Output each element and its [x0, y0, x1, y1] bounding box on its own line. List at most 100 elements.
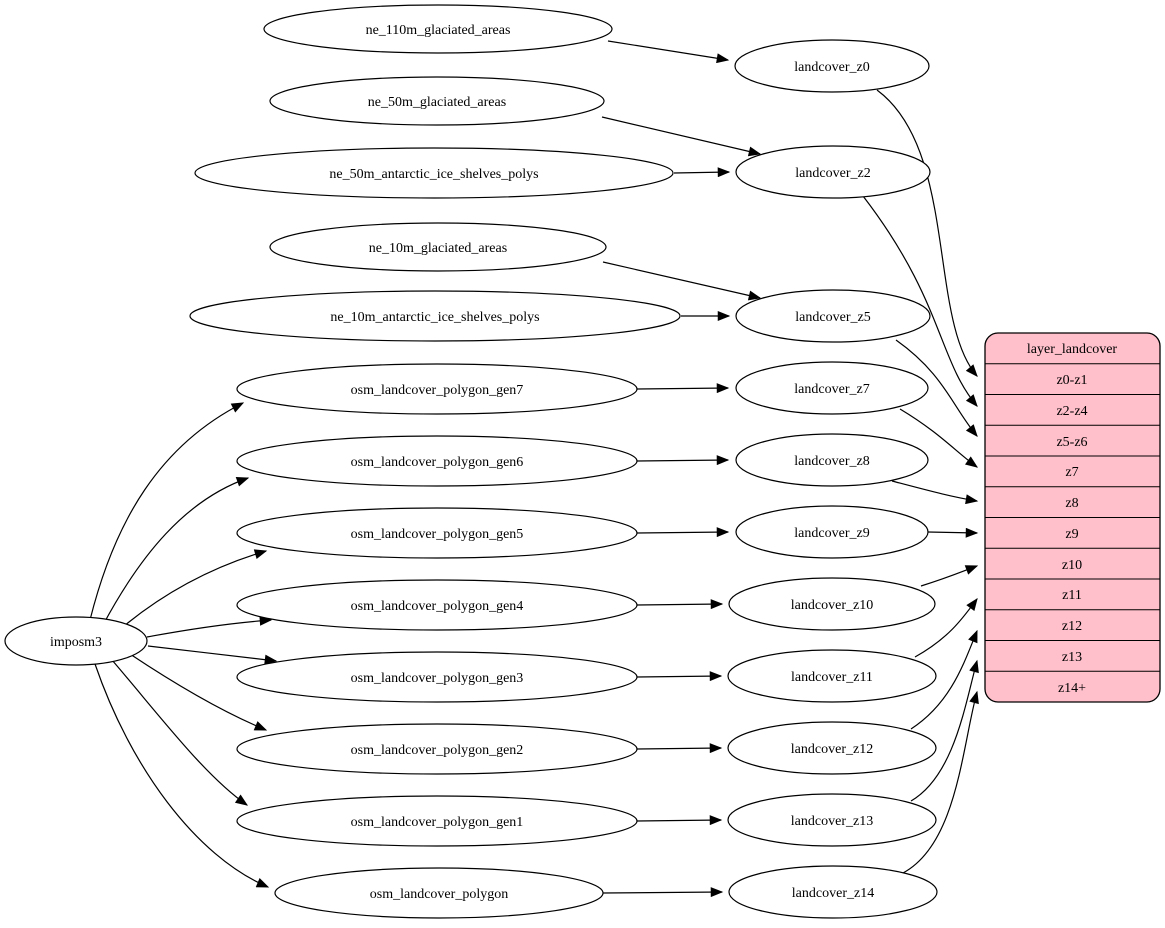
edge-ne50m-glaciated-to-z2	[601, 116, 762, 157]
landcover-z0-ellipse	[734, 39, 930, 93]
landcover-z12-label: landcover_z12	[791, 742, 873, 757]
imposm3-ellipse	[4, 616, 148, 666]
osm-landcover-polygon-gen6-ellipse	[236, 435, 638, 487]
landcover-z13-label: landcover_z13	[791, 814, 873, 829]
table-row-z10: z10	[1062, 558, 1082, 573]
edge-gen2-to-z12	[636, 743, 723, 754]
ne-10m-antarctic-ice-shelves-polys-label: ne_10m_antarctic_ice_shelves_polys	[330, 310, 539, 325]
ne-110m-glaciated-areas-ellipse	[263, 4, 613, 54]
node-landcover-z9: landcover_z9	[735, 505, 929, 559]
node-landcover-z8: landcover_z8	[735, 433, 929, 487]
edge-imposm3-to-gen4	[146, 615, 273, 638]
landcover-z7-ellipse	[735, 361, 929, 415]
edge-gen1-to-z13	[636, 815, 723, 826]
edge-polygon-to-z14	[602, 887, 724, 898]
landcover-z8-ellipse	[735, 433, 929, 487]
table-row-z0-z1: z0-z1	[1056, 373, 1087, 388]
imposm3-label: imposm3	[50, 635, 102, 650]
table-layer-landcover: layer_landcover z0-z1 z2-z4 z5-z6 z7 z8 …	[984, 332, 1161, 703]
osm-landcover-polygon-gen7-ellipse	[236, 363, 638, 415]
table-row-z7: z7	[1065, 465, 1078, 480]
edge-imposm3-to-gen7	[89, 402, 245, 621]
osm-landcover-polygon-gen2-label: osm_landcover_polygon_gen2	[351, 743, 524, 758]
table-row-z13: z13	[1062, 650, 1082, 665]
edge-gen5-to-z9	[636, 527, 730, 538]
landcover-z10-label: landcover_z10	[791, 598, 873, 613]
node-ne-10m-antarctic-ice-shelves-polys: ne_10m_antarctic_ice_shelves_polys	[189, 290, 681, 342]
node-osm-landcover-polygon-gen4: osm_landcover_polygon_gen4	[236, 579, 638, 631]
landcover-z14-ellipse	[728, 865, 938, 919]
node-landcover-z14: landcover_z14	[728, 865, 938, 919]
edge-z2-to-row-z2-z4	[862, 195, 978, 407]
edge-z11-to-row-z11	[914, 597, 978, 658]
edge-z5-to-row-z5-z6	[895, 339, 978, 437]
landcover-z0-label: landcover_z0	[794, 60, 869, 75]
osm-landcover-polygon-gen5-ellipse	[236, 507, 638, 559]
landcover-z14-label: landcover_z14	[792, 886, 874, 901]
landcover-z5-label: landcover_z5	[795, 310, 870, 325]
osm-landcover-polygon-gen4-label: osm_landcover_polygon_gen4	[351, 599, 524, 614]
table-row-z14plus: z14+	[1058, 681, 1086, 696]
node-osm-landcover-polygon-gen7: osm_landcover_polygon_gen7	[236, 363, 638, 415]
ne-50m-glaciated-areas-ellipse	[269, 76, 605, 126]
node-landcover-z13: landcover_z13	[727, 793, 937, 847]
ne-10m-glaciated-areas-label: ne_10m_glaciated_areas	[369, 241, 507, 256]
osm-landcover-polygon-gen2-ellipse	[236, 723, 638, 775]
table-row-z12: z12	[1062, 619, 1082, 634]
landcover-z10-ellipse	[728, 577, 936, 631]
edge-imposm3-to-gen1	[111, 659, 249, 806]
edge-gen3-to-z11	[636, 671, 723, 682]
landcover-z8-label: landcover_z8	[794, 454, 869, 469]
node-landcover-z0: landcover_z0	[734, 39, 930, 93]
edge-imposm3-to-gen5	[117, 549, 268, 632]
edge-imposm3-to-gen3	[147, 645, 278, 665]
table-row-z8: z8	[1065, 496, 1078, 511]
landcover-z7-label: landcover_z7	[794, 382, 869, 397]
node-osm-landcover-polygon-gen2: osm_landcover_polygon_gen2	[236, 723, 638, 775]
ne-50m-antarctic-ice-shelves-polys-label: ne_50m_antarctic_ice_shelves_polys	[329, 167, 538, 182]
landcover-z11-label: landcover_z11	[791, 670, 873, 685]
ne-10m-antarctic-ice-shelves-polys-ellipse	[189, 290, 681, 342]
node-imposm3: imposm3	[4, 616, 148, 666]
edge-imposm3-to-gen2	[129, 653, 268, 731]
table-row-z11: z11	[1062, 588, 1082, 603]
edge-z9-to-row-z9	[927, 527, 979, 538]
edge-ne110m-to-z0	[607, 40, 730, 64]
osm-landcover-polygon-gen1-ellipse	[236, 795, 638, 847]
landcover-z12-ellipse	[727, 721, 937, 775]
osm-landcover-polygon-label: osm_landcover_polygon	[370, 887, 508, 902]
node-landcover-z12: landcover_z12	[727, 721, 937, 775]
table-row-z2-z4: z2-z4	[1056, 404, 1087, 419]
edge-layer	[89, 40, 979, 898]
edge-imposm3-to-polygon	[94, 663, 270, 888]
landcover-z9-label: landcover_z9	[794, 526, 869, 541]
landcover-z2-label: landcover_z2	[795, 166, 870, 181]
node-osm-landcover-polygon-gen6: osm_landcover_polygon_gen6	[236, 435, 638, 487]
osm-landcover-polygon-gen6-label: osm_landcover_polygon_gen6	[351, 455, 524, 470]
node-landcover-z5: landcover_z5	[735, 289, 931, 343]
edge-z7-to-row-z7	[899, 408, 979, 468]
node-landcover-z11: landcover_z11	[727, 649, 937, 703]
ne-50m-glaciated-areas-label: ne_50m_glaciated_areas	[368, 95, 506, 110]
table-row-z9: z9	[1065, 527, 1078, 542]
edge-z8-to-row-z8	[891, 480, 979, 505]
edge-z13-to-row-z13	[910, 659, 979, 802]
node-ne-110m-glaciated-areas: ne_110m_glaciated_areas	[263, 4, 613, 54]
node-landcover-z7: landcover_z7	[735, 361, 929, 415]
edge-gen4-to-z10	[636, 599, 724, 610]
node-landcover-z10: landcover_z10	[728, 577, 936, 631]
edge-imposm3-to-gen6	[102, 476, 250, 626]
edge-ne50m-antarctic-to-z2	[673, 167, 731, 178]
node-ne-10m-glaciated-areas: ne_10m_glaciated_areas	[269, 222, 607, 272]
node-ne-50m-glaciated-areas: ne_50m_glaciated_areas	[269, 76, 605, 126]
node-osm-landcover-polygon-gen1: osm_landcover_polygon_gen1	[236, 795, 638, 847]
node-landcover-z2: landcover_z2	[735, 145, 931, 199]
osm-landcover-polygon-gen4-ellipse	[236, 579, 638, 631]
osm-landcover-polygon-gen7-label: osm_landcover_polygon_gen7	[351, 383, 524, 398]
edge-z0-to-row-z0-z1	[876, 89, 978, 377]
edge-z14-to-row-z14plus	[902, 690, 979, 874]
ne-50m-antarctic-ice-shelves-polys-ellipse	[194, 147, 674, 199]
ne-10m-glaciated-areas-ellipse	[269, 222, 607, 272]
